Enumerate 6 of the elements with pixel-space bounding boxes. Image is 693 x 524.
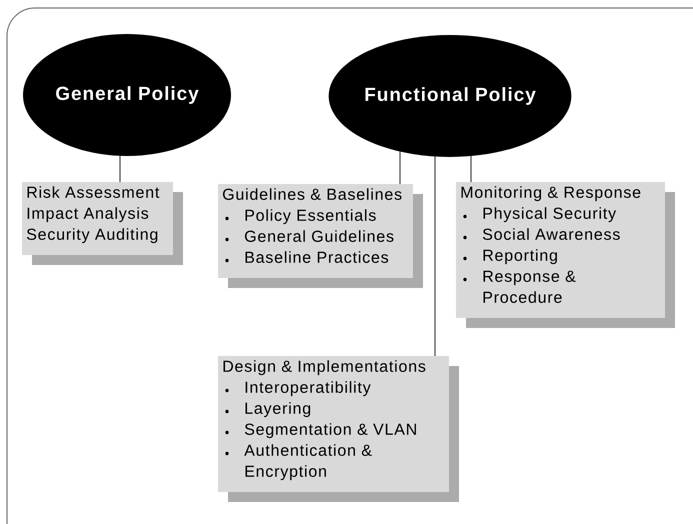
list-box: Monitoring & Response Physical Security Social Awareness Reporting Response & Procedure [456,182,675,328]
connector-line [470,155,472,182]
list-box: Risk Assessment Impact Analysis Security Auditing [22,182,183,265]
list-box: Guidelines & Baselines Policy Essentials General Guidelines Baseline Practices [218,184,423,288]
connector-line [434,156,436,356]
list-box: Design & Implementations Interoperatibility Layering Segmentation & VLAN Authentication & Encryption [218,356,459,502]
